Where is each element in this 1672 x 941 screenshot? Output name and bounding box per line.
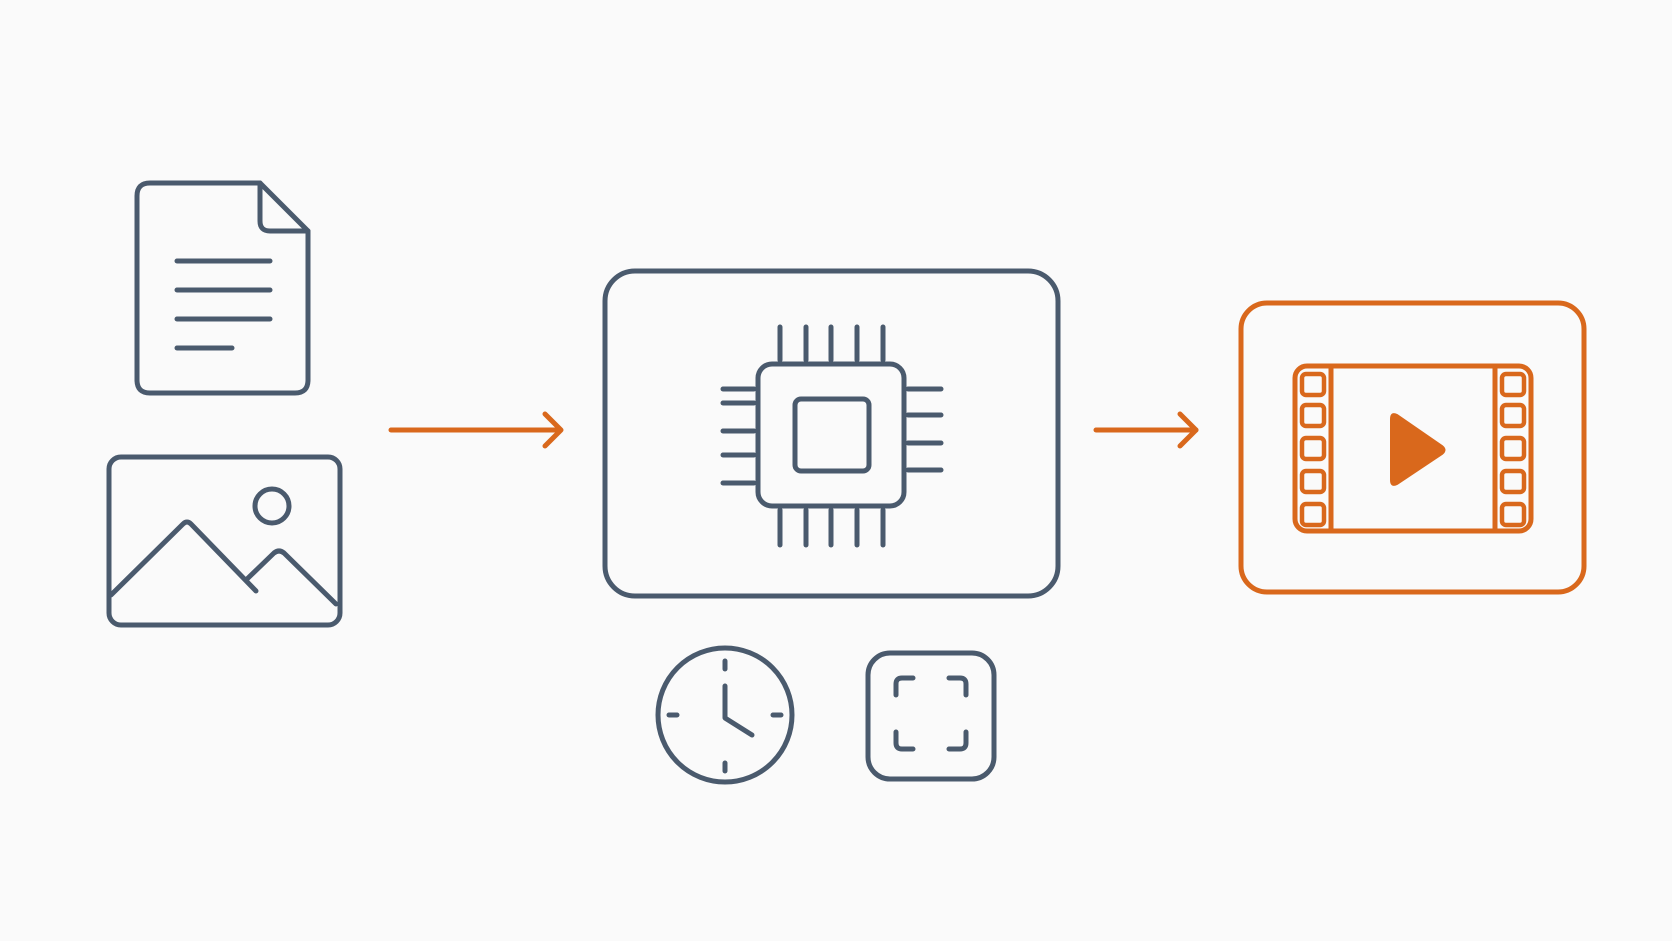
arrow-right-icon	[1093, 411, 1199, 449]
aspect-ratio-frame-icon	[865, 650, 997, 782]
output-panel	[1238, 300, 1587, 595]
video-film-play-icon	[1292, 363, 1534, 534]
image-icon	[106, 454, 343, 628]
play-icon	[1390, 413, 1446, 486]
clock-icon	[655, 645, 795, 785]
processor-panel	[602, 268, 1061, 599]
document-icon	[134, 180, 311, 396]
arrow-right-icon	[388, 411, 564, 449]
cpu-chip-icon	[720, 324, 944, 548]
